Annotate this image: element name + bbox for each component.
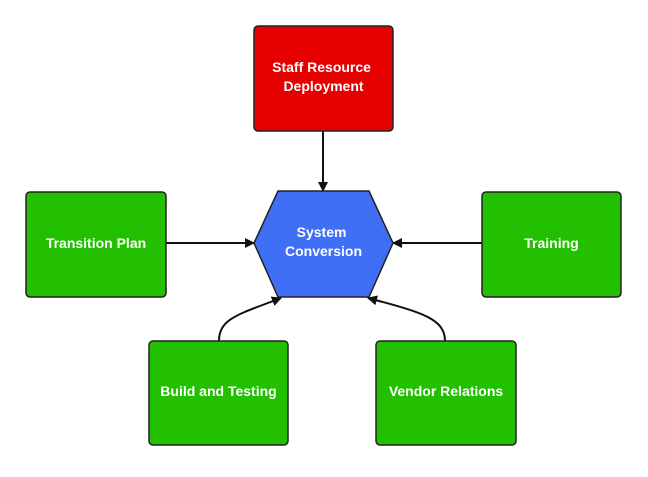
node-build-and-testing-box [148,340,289,446]
node-vendor-relations-box [375,340,517,446]
system-label-line1: System [297,224,347,240]
node-training-label: Training [524,235,578,251]
node-system-conversion-label: System Conversion [285,224,362,259]
node-training[interactable]: Training [481,191,622,298]
node-staff-resource-deployment-box [253,25,394,132]
node-staff-resource-deployment[interactable]: Staff Resource Deployment [253,25,394,132]
connectors [166,131,482,342]
staff-label-line2: Deployment [283,78,363,94]
node-build-and-testing[interactable]: Build and Testing [148,340,289,446]
arrow-build-to-system [218,296,282,342]
node-staff-resource-deployment-label: Staff Resource Deployment [272,59,375,94]
staff-label-line1: Staff Resource [272,59,371,75]
node-build-and-testing-label: Build and Testing [160,383,276,399]
node-transition-plan[interactable]: Transition Plan [25,191,167,298]
node-vendor-relations-label: Vendor Relations [389,383,504,399]
node-vendor-relations[interactable]: Vendor Relations [375,340,517,446]
node-system-conversion-hexagon [253,190,394,298]
node-system-conversion[interactable]: System Conversion [253,190,394,298]
arrow-vendor-to-system [367,295,446,342]
node-transition-plan-box [25,191,167,298]
node-transition-plan-label: Transition Plan [46,235,146,251]
system-label-line2: Conversion [285,243,362,259]
node-training-box [481,191,622,298]
